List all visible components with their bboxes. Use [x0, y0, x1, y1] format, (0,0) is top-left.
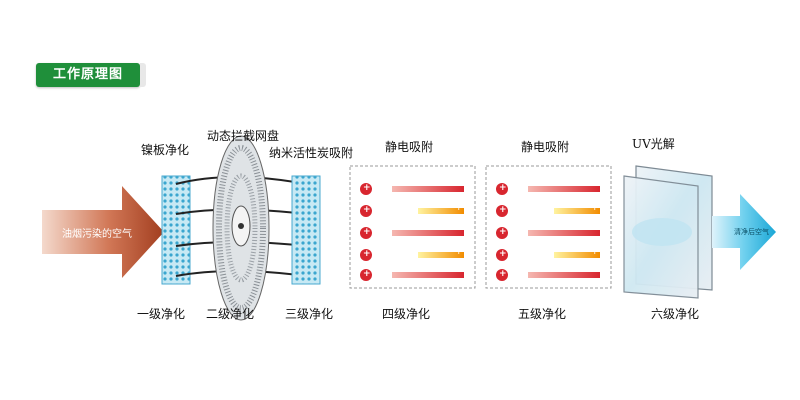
plus-symbol: + [455, 203, 463, 213]
plus-symbol: + [363, 269, 371, 279]
minus-symbol: − [591, 181, 599, 191]
plus-symbol: + [363, 183, 371, 193]
plus-symbol: + [363, 249, 371, 259]
label-nickel-filter: 镍板净化 [141, 143, 190, 157]
stage-label-3: 三级净化 [285, 307, 334, 321]
plus-symbol: + [499, 227, 507, 237]
stage-label-1: 一级净化 [137, 307, 186, 321]
minus-symbol: − [455, 267, 463, 277]
stage-label-2: 二级净化 [206, 307, 255, 321]
inlet-label: 油烟污染的空气 [62, 229, 132, 240]
dynamic-disc [212, 135, 270, 321]
plus-symbol: + [363, 227, 371, 237]
minus-symbol: − [455, 181, 463, 191]
label-dynamic-disc: 动态拦截网盘 [207, 129, 280, 143]
electrostatic-1 [349, 165, 476, 289]
minus-symbol: − [591, 225, 599, 235]
label-electro-1: 静电吸附 [385, 140, 434, 154]
label-uv: UV光解 [632, 137, 675, 151]
plus-symbol: + [591, 203, 599, 213]
page-title: 工作原理图 [36, 63, 146, 87]
plus-symbol: + [499, 183, 507, 193]
plus-symbol: + [499, 249, 507, 259]
plus-symbol: + [591, 247, 599, 257]
outlet-label: 清净后空气 [734, 228, 769, 236]
plus-symbol: + [499, 269, 507, 279]
electrostatic-2 [485, 165, 612, 289]
stage-label-4: 四级净化 [382, 307, 431, 321]
plus-symbol: + [363, 205, 371, 215]
stage-label-5: 五级净化 [518, 307, 567, 321]
inlet-arrow [42, 186, 164, 278]
uv-panels [623, 165, 713, 299]
carbon-filter [291, 175, 321, 285]
minus-symbol: − [455, 225, 463, 235]
stage-label-6: 六级净化 [651, 307, 700, 321]
label-electro-2: 静电吸附 [521, 140, 570, 154]
plus-symbol: + [455, 247, 463, 257]
plus-symbol: + [499, 205, 507, 215]
nickel-filter [161, 175, 191, 285]
outlet-arrow [712, 194, 776, 270]
label-carbon: 纳米活性炭吸附 [269, 146, 354, 160]
minus-symbol: − [591, 267, 599, 277]
